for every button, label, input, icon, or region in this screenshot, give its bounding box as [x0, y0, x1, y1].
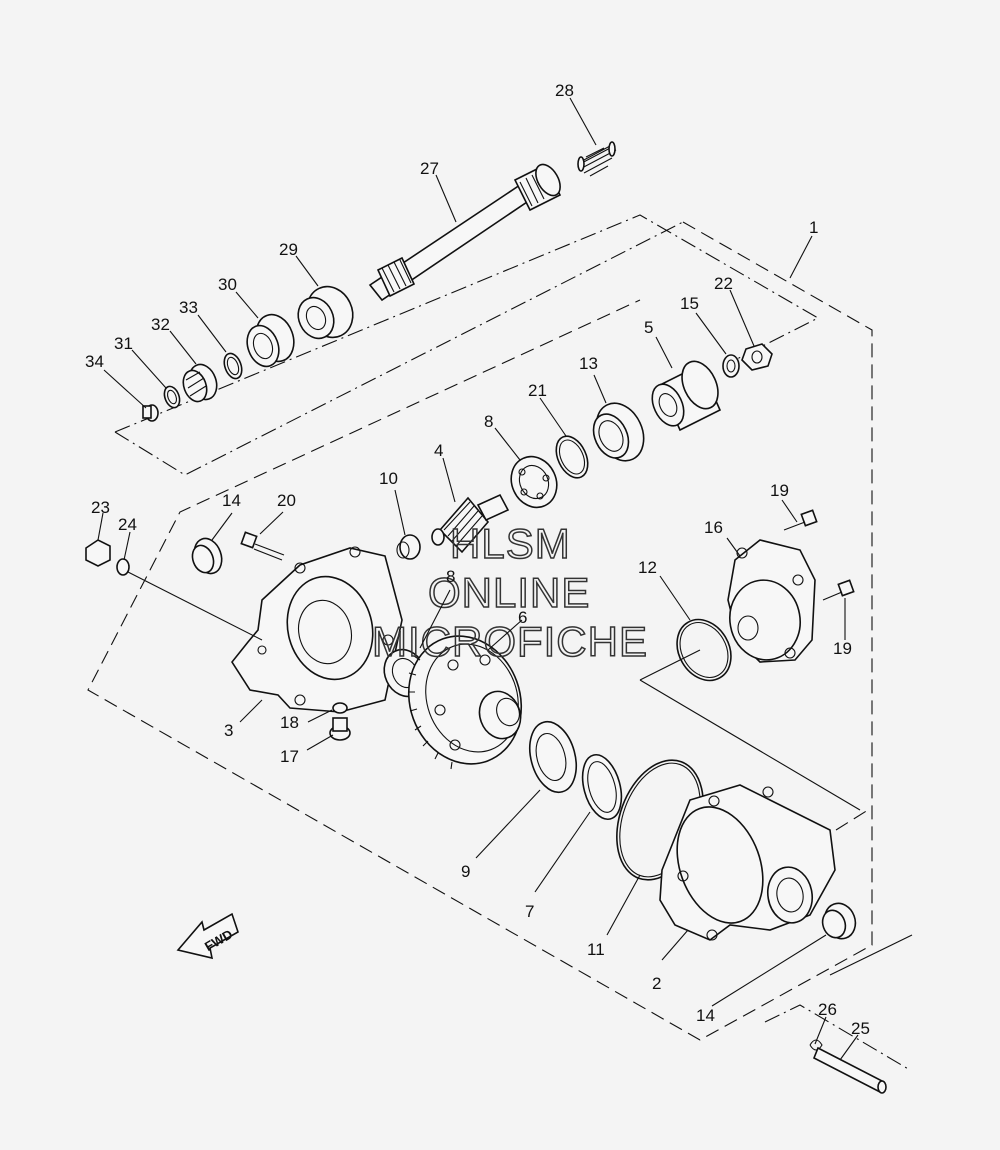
forward-direction-indicator: FWD [176, 912, 239, 960]
bolt-20 [240, 531, 285, 561]
sleeve-30 [246, 313, 295, 368]
housing-3 [231, 546, 403, 713]
callout-19-lower: 19 [833, 639, 852, 658]
callout-14-left: 14 [222, 491, 241, 510]
spring-28 [577, 141, 617, 177]
bolt-19-lower [822, 579, 855, 601]
drive-shaft-27 [368, 163, 562, 302]
leader-23-24 [127, 571, 263, 641]
nut-23 [85, 539, 111, 567]
callout-13: 13 [579, 354, 598, 373]
callout-24: 24 [118, 515, 137, 534]
needle-bearing-32 [182, 363, 218, 403]
callout-14-right: 14 [696, 1006, 715, 1025]
callout-7: 7 [525, 902, 534, 921]
differential-gear-6 [407, 635, 523, 770]
bolt-19-upper [783, 509, 818, 531]
shim-7 [581, 753, 623, 821]
watermark: HLSM ONLINE MICROFICHE [371, 519, 648, 666]
watermark-line-2: ONLINE [428, 569, 590, 616]
leader-lines [97, 97, 859, 1061]
callout-6: 6 [518, 608, 527, 627]
circlip-21 [555, 435, 589, 479]
washer-18 [332, 702, 348, 714]
callout-12: 12 [638, 558, 657, 577]
bearing-10 [396, 534, 421, 560]
callout-29: 29 [279, 240, 298, 259]
callout-30: 30 [218, 275, 237, 294]
callout-1: 1 [809, 218, 818, 237]
callout-19-upper: 19 [770, 481, 789, 500]
callout-17: 17 [280, 747, 299, 766]
watermark-line-3: MICROFICHE [372, 618, 648, 665]
callout-4: 4 [434, 441, 443, 460]
washer-24 [116, 558, 130, 576]
oil-seal-14-right [821, 902, 857, 940]
callout-22: 22 [714, 274, 733, 293]
gear-case-2 [659, 784, 836, 941]
bearing-29 [297, 285, 354, 340]
washer-15 [722, 354, 740, 378]
callout-26: 26 [818, 1000, 837, 1019]
callout-8-lower: 8 [446, 567, 455, 586]
callout-32: 32 [151, 315, 170, 334]
callout-5: 5 [644, 318, 653, 337]
callout-28: 28 [555, 81, 574, 100]
callout-labels: 1 2 3 4 5 6 7 8 8 9 10 11 12 13 14 14 15… [85, 81, 870, 1038]
callout-21: 21 [528, 381, 547, 400]
callout-16: 16 [704, 518, 723, 537]
callout-20: 20 [277, 491, 296, 510]
bearing-9 [528, 720, 578, 794]
callout-31: 31 [114, 334, 133, 353]
callout-11: 11 [587, 940, 605, 959]
callout-3: 3 [224, 721, 233, 740]
callout-8-upper: 8 [484, 412, 493, 431]
pin-25 [812, 1046, 887, 1094]
callout-2: 2 [652, 974, 661, 993]
callout-15: 15 [680, 294, 699, 313]
plug-34 [142, 404, 159, 422]
callout-18: 18 [280, 713, 299, 732]
callout-27: 27 [420, 159, 439, 178]
callout-34: 34 [85, 352, 104, 371]
callout-25: 25 [851, 1019, 870, 1038]
cover-16 [727, 539, 816, 663]
circlip-33 [223, 352, 243, 380]
circlip-31 [163, 385, 181, 409]
callout-33: 33 [179, 298, 198, 317]
coupling-5 [651, 360, 722, 432]
bearing-8-upper [510, 455, 558, 509]
o-ring-12 [676, 618, 732, 682]
callout-10: 10 [379, 469, 398, 488]
nut-22 [741, 343, 773, 371]
oil-seal-13 [592, 402, 645, 462]
cotter-pin-26 [809, 1039, 823, 1051]
callout-9: 9 [461, 862, 470, 881]
oil-seal-14-left [191, 537, 223, 575]
pinion-gear-4 [431, 493, 510, 554]
callout-23: 23 [91, 498, 110, 517]
plug-17 [329, 717, 351, 741]
watermark-line-1: HLSM [450, 520, 571, 567]
assembly-outline [87, 214, 913, 1071]
